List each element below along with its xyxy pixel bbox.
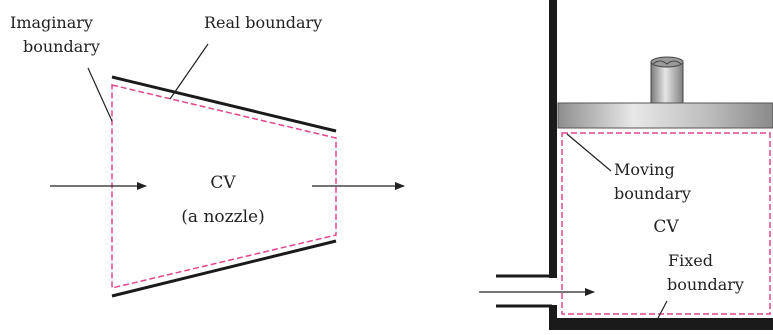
piston-rod-top: [650, 56, 684, 68]
piston-head: [557, 102, 773, 129]
nozzle-cv-sublabel: (a nozzle): [181, 207, 264, 227]
moving-boundary-label-2: boundary: [614, 184, 691, 203]
real-boundary-label: Real boundary: [204, 13, 322, 32]
cylinder-bottom-wall: [549, 318, 773, 330]
piston-cylinder-diagram: Moving boundary CV Fixed boundary: [479, 0, 773, 330]
imaginary-boundary-label-1: Imaginary: [10, 13, 93, 32]
piston-rod-cut: [652, 60, 682, 65]
real-boundary-leader: [169, 43, 209, 100]
cylinder-cv-label: CV: [653, 217, 679, 237]
imaginary-boundary-leader: [87, 67, 113, 122]
fixed-boundary-label-1: Fixed: [668, 251, 713, 270]
nozzle-control-surface: [111, 84, 337, 289]
moving-boundary-leader: [566, 133, 612, 172]
fixed-boundary-label-2: boundary: [667, 275, 744, 294]
imaginary-boundary-label-2: boundary: [23, 37, 100, 56]
piston-rod: [650, 61, 684, 105]
nozzle-cv-label: CV: [210, 173, 236, 193]
nozzle-bottom-wall: [111, 239, 337, 298]
nozzle-diagram: Imaginary boundary Real boundary CV (a n…: [10, 13, 405, 298]
fixed-boundary-leader: [657, 300, 668, 319]
nozzle-top-wall: [111, 75, 337, 133]
moving-boundary-label-1: Moving: [614, 160, 675, 179]
cylinder-control-surface: [561, 132, 771, 315]
cylinder-left-wall: [549, 0, 557, 278]
